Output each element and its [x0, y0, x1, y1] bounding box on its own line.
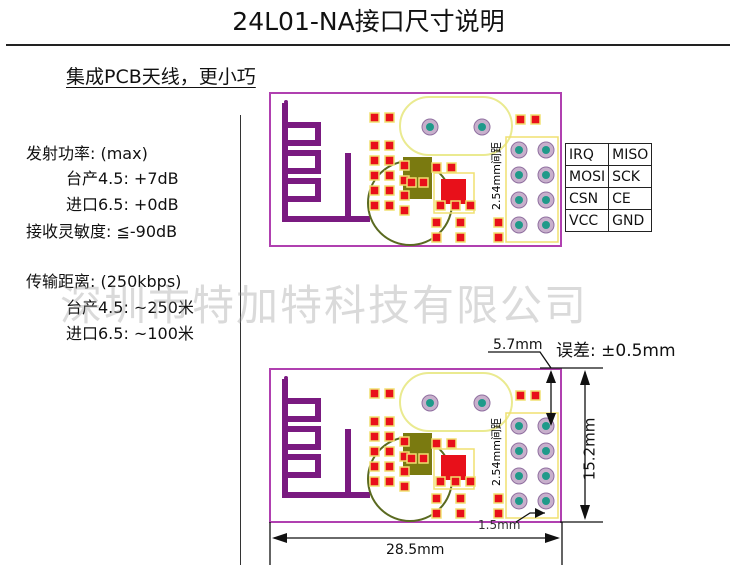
pin-cell: MISO [608, 143, 653, 166]
dim-width: 28.5mm [386, 542, 445, 558]
dim-side-offset: 1.5mm [478, 518, 521, 532]
spec-tx-domestic: 台产4.5: +7dB [66, 169, 179, 188]
spec-range-domestic: 台产4.5: ~250米 [66, 298, 194, 317]
pin-cell: VCC [564, 209, 610, 232]
spec-tx-import: 进口6.5: +0dB [66, 195, 179, 214]
spec-range: 传输距离: (250kbps) [26, 272, 182, 291]
title-divider [6, 44, 730, 46]
board-top-view [270, 93, 561, 246]
pin-cell: GND [608, 209, 653, 232]
watermark: 深圳市特加特科技有限公司 [60, 281, 589, 330]
pitch-label-bottom: 2.54mm间距 [490, 418, 503, 486]
board-dimension-view [270, 369, 561, 522]
page-title: 24L01-NA接口尺寸说明 [232, 7, 505, 36]
dimension-arrows [272, 370, 590, 543]
dimension-lines [269, 351, 603, 565]
pin-cell: CE [608, 187, 653, 210]
dim-height: 15.2mm [580, 417, 599, 481]
pitch-label-top: 2.54mm间距 [490, 142, 503, 210]
pin-cell: MOSI [564, 165, 610, 188]
spec-range-import: 进口6.5: ~100米 [66, 324, 194, 343]
section-divider [240, 115, 241, 565]
subtitle: 集成PCB天线，更小巧 [66, 66, 256, 88]
pin-cell: SCK [608, 165, 653, 188]
pin-cell: CSN [564, 187, 610, 210]
spec-rx-sensitivity: 接收灵敏度: ≦-90dB [26, 222, 178, 241]
spec-tx-power: 发射功率: (max) [26, 144, 148, 163]
dim-top-offset: 5.7mm [493, 337, 543, 353]
dim-tolerance: 误差: ±0.5mm [556, 341, 676, 361]
pin-cell: IRQ [564, 143, 610, 166]
